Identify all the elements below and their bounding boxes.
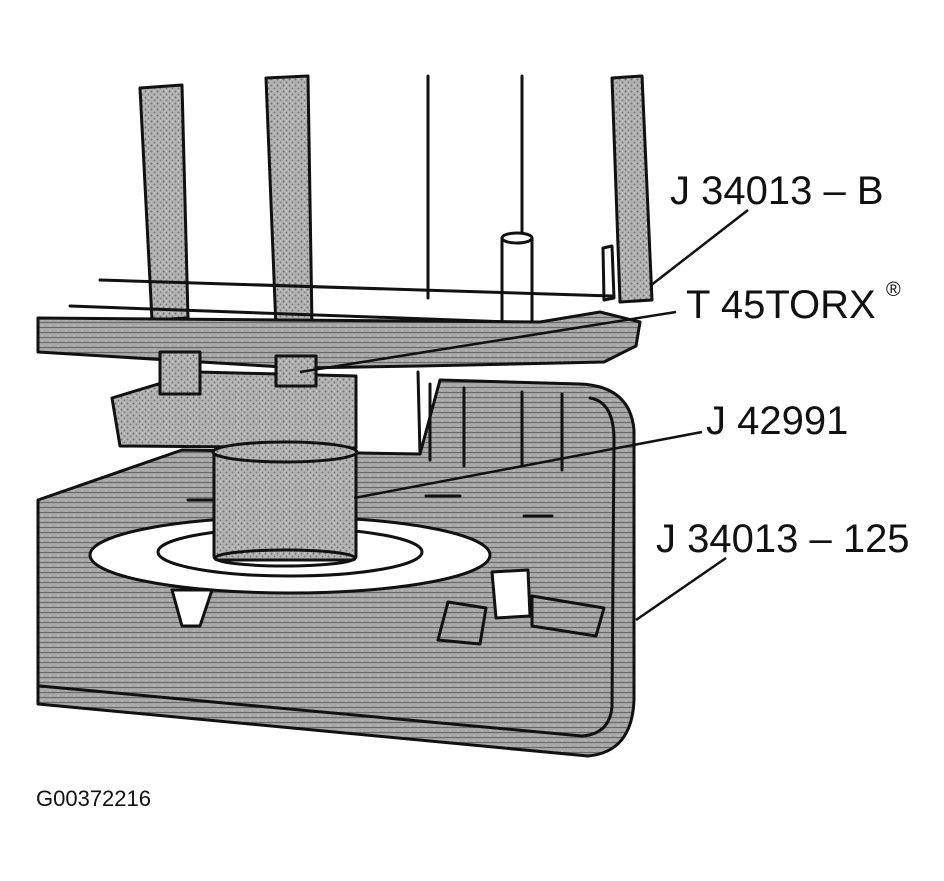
leader-torx-bit: [299, 310, 677, 374]
leader-tool-frame: [649, 209, 749, 287]
cradle-inner-edge: [38, 396, 616, 738]
leader-cradle: [635, 556, 727, 622]
socket-tool: [211, 440, 359, 568]
adapter-block: [110, 350, 358, 450]
small-pin: [601, 244, 616, 302]
center-post: [264, 74, 314, 330]
pin: [500, 234, 534, 330]
tool-frame-posts: [138, 74, 654, 330]
cross-rod: [68, 278, 614, 324]
cradle-bracket: [436, 568, 606, 646]
left-post: [138, 83, 190, 322]
pin-top: [500, 231, 534, 245]
registered-mark: ®: [886, 279, 901, 301]
leader-socket-tool: [353, 430, 703, 500]
right-post: [610, 74, 654, 304]
label-cradle: J 34013 – 125: [656, 517, 910, 561]
label-torx-bit: T 45TORX: [686, 283, 876, 327]
frame-plate: [36, 310, 642, 370]
figure-id: G00372216: [36, 786, 151, 811]
label-tool-frame: J 34013 – B: [670, 169, 884, 213]
label-socket-tool: J 42991: [706, 399, 848, 443]
